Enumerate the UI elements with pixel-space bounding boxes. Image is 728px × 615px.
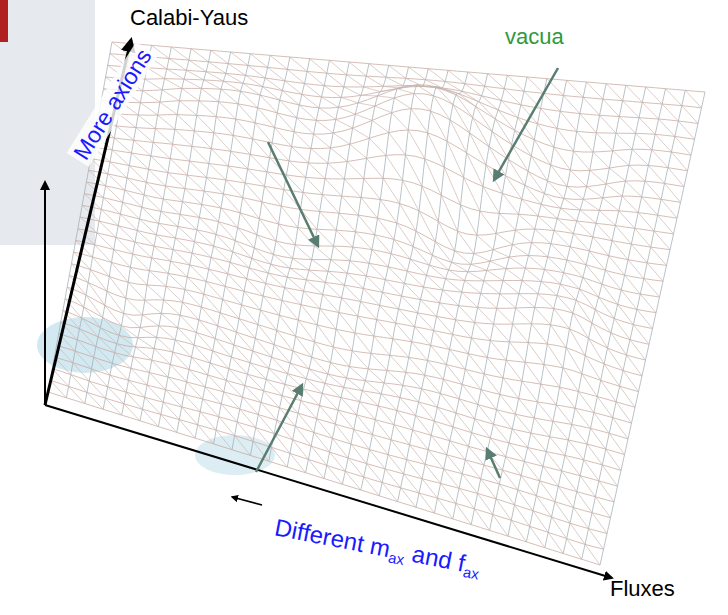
mesh-line [563,89,665,554]
mesh-line [50,380,66,398]
mesh-line [287,64,369,467]
mesh-line [106,77,545,548]
mesh-line [101,100,508,536]
mesh-line [110,54,582,560]
mesh-line [389,65,649,344]
mesh-line [93,147,674,234]
mesh-line [646,87,695,139]
mesh-line [93,147,435,513]
small-arrow [232,497,262,505]
mesh-line [69,275,635,407]
mesh-line [52,369,607,534]
mesh-line [84,194,361,490]
mesh-line [110,54,702,108]
mesh-line [89,170,398,501]
mesh-line [78,229,306,473]
leader-arrow [268,142,318,246]
mesh-line [171,47,610,518]
mesh-line [195,55,270,438]
mesh-line [99,112,489,530]
mesh-line [97,124,471,525]
mesh-line [306,65,389,472]
mesh-line [152,45,608,533]
mesh-line [72,264,251,456]
axis-label: vacua [505,24,564,49]
mesh-line [211,50,618,486]
mesh-line [290,57,632,423]
mesh-line [106,77,695,139]
mesh-line [349,62,642,376]
mesh-line [57,345,122,415]
axis-label: Calabi-Yaus [130,5,248,30]
mesh-line [82,205,342,484]
mesh-line [409,67,653,329]
mesh-line [342,69,428,485]
mesh-line [269,62,349,461]
leader-arrow [256,385,302,472]
mesh-line [108,65,564,553]
mesh-line [329,60,638,391]
mesh-line [250,54,624,455]
mesh-line [666,89,699,124]
mesh-line [379,72,468,496]
axis-label: Different m [273,513,393,562]
mesh-line [369,64,646,360]
mesh-line [140,50,211,421]
mesh-line [488,74,667,266]
mesh-line [74,252,269,461]
mesh-line [214,57,290,444]
leader-arrow [487,449,500,478]
mesh-line [80,217,324,479]
mesh-line [67,287,631,423]
axis-label: ax [462,563,481,583]
mesh-line [132,44,604,550]
mesh-line [61,322,621,470]
mesh-line [61,322,159,427]
mesh-surface [48,42,705,565]
axis-label: ax [387,548,406,568]
mesh-line [685,90,701,108]
side-panel [0,0,95,245]
mesh-line [52,369,85,404]
mesh-line [177,54,251,433]
mesh-line [101,94,687,171]
mesh-line [72,264,639,392]
mesh-line [112,42,600,565]
axis-arrow [44,182,46,405]
mesh-line [270,55,628,439]
axis-label: and f [410,540,468,577]
mesh-line [97,124,680,203]
mesh-line [567,80,681,202]
mesh-line [428,69,656,313]
axis-label: Fluxes [610,576,675,601]
mesh-line [104,89,527,542]
axis-label-group: Different maxand fax [270,513,487,584]
mesh-line [586,82,684,187]
mesh-line [606,84,687,171]
mesh-line [626,85,691,155]
mesh-line [471,80,566,524]
mesh-line [67,287,213,444]
mesh-line [54,357,103,409]
leader-arrow [494,68,558,180]
mesh-line [527,77,673,234]
mesh-line [86,182,663,281]
mesh-line [59,334,140,421]
mesh-line [69,275,232,449]
mesh-line [310,59,635,408]
mesh-line [158,52,230,427]
mesh-line [361,70,448,490]
side-panel-mark [0,0,8,42]
mesh-line [63,310,177,432]
